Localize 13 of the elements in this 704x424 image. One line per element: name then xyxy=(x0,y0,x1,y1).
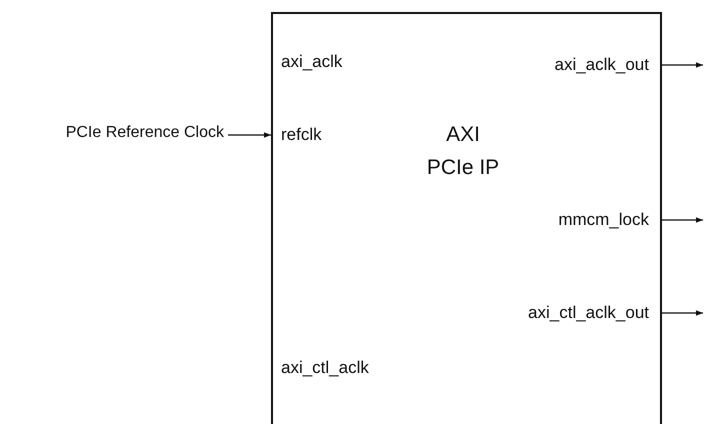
port-name: axi_aclk_out xyxy=(554,55,649,75)
block-title: AXI PCIe IP xyxy=(426,122,500,181)
port-name: axi_aclk xyxy=(281,52,342,72)
port-name: refclk xyxy=(281,125,322,145)
port-name: mmcm_lock xyxy=(558,210,649,230)
input-label: PCIe Reference Clock xyxy=(66,124,224,142)
arrow xyxy=(228,132,271,138)
arrow xyxy=(662,62,703,68)
arrow xyxy=(662,217,703,223)
ip-block xyxy=(271,12,662,424)
port-name: axi_ctl_aclk xyxy=(281,358,369,378)
arrow xyxy=(662,310,703,316)
port-name: axi_ctl_aclk_out xyxy=(528,303,649,323)
